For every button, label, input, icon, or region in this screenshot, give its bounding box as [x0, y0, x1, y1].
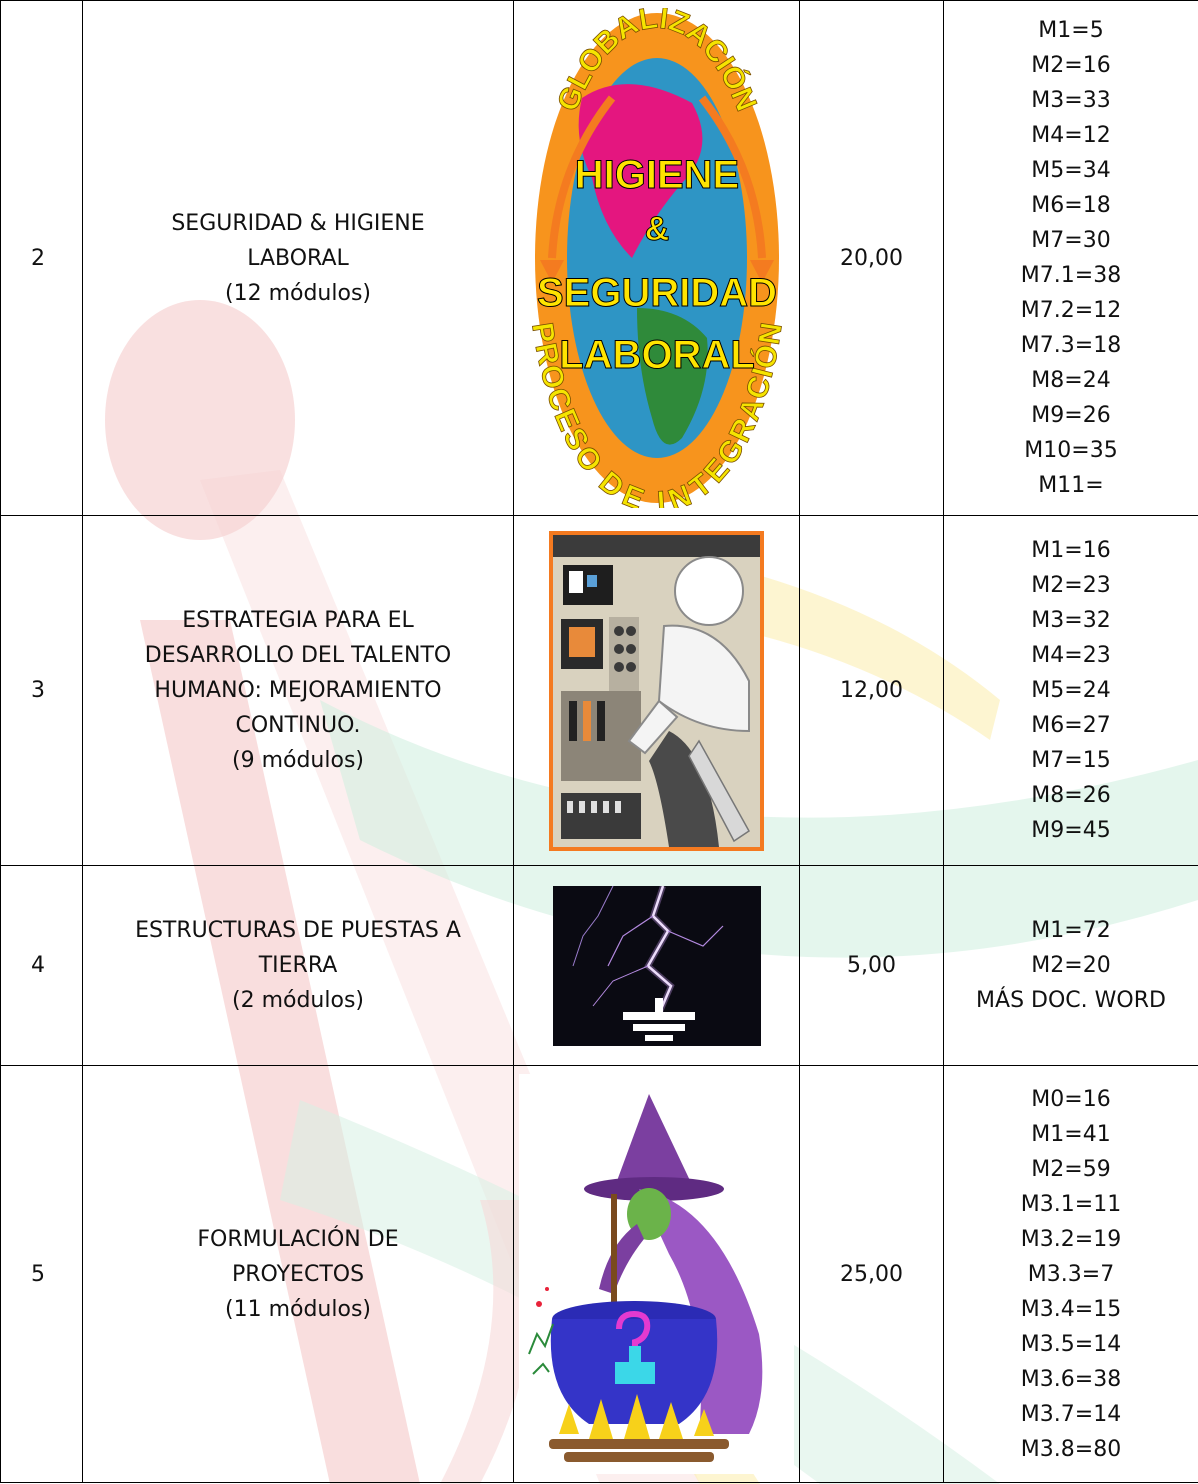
control-panel-operator-icon: [549, 530, 764, 851]
module-item: M2=16: [1031, 53, 1111, 78]
module-item: M3.3=7: [1027, 1261, 1115, 1287]
module-item: M3.8=80: [1020, 1436, 1122, 1462]
module-item: M3.5=14: [1020, 1331, 1122, 1357]
table-row: 3 ESTRATEGIA PARA EL DESARROLLO DEL TALE…: [0, 515, 1198, 866]
module-item: M10=35: [1024, 438, 1118, 463]
module-item: M2=23: [1031, 573, 1111, 598]
module-item: M8=26: [1031, 783, 1111, 808]
course-title-line: PROYECTOS: [231, 1261, 365, 1287]
course-hours: 20,00: [799, 0, 944, 516]
course-title-line: TIERRA: [258, 953, 338, 978]
course-number: 5: [0, 1065, 83, 1483]
course-number: 4: [0, 865, 83, 1066]
module-item: M4=23: [1031, 643, 1111, 668]
table-row: 5 FORMULACIÓN DE PROYECTOS (11 módulos): [0, 1065, 1198, 1483]
module-item: M6=27: [1031, 713, 1111, 738]
course-title: ESTRATEGIA PARA EL DESARROLLO DEL TALENT…: [82, 515, 514, 866]
course-title-line: DESARROLLO DEL TALENTO: [144, 643, 452, 668]
module-item: M7=15: [1031, 748, 1111, 773]
globe-center-line: HIGIENE: [574, 153, 738, 197]
course-title-line: HUMANO: MEJORAMIENTO: [154, 678, 442, 703]
module-item: M3=33: [1031, 88, 1111, 113]
course-image-cell: GLOBALIZACIÓN PROCESO DE INTEGRACIÓN HIG…: [513, 0, 800, 516]
module-item: M7=30: [1031, 228, 1111, 253]
module-item: M2=20: [1031, 953, 1111, 978]
course-title: ESTRUCTURAS DE PUESTAS A TIERRA (2 módul…: [82, 865, 514, 1066]
course-hours: 5,00: [799, 865, 944, 1066]
module-item: M3.1=11: [1020, 1191, 1122, 1217]
module-item: M3.6=38: [1020, 1366, 1122, 1392]
module-item: M6=18: [1031, 193, 1111, 218]
module-item: M3=32: [1031, 608, 1111, 633]
course-title-line: SEGURIDAD & HIGIENE: [171, 210, 425, 236]
module-item: M2=59: [1031, 1156, 1111, 1182]
course-title-line: (9 módulos): [232, 748, 364, 773]
module-list: M1=5 M2=16 M3=33 M4=12 M5=34 M6=18 M7=30…: [943, 0, 1198, 516]
module-item: M1=72: [1031, 918, 1111, 943]
module-item: M1=5: [1038, 18, 1104, 43]
globe-center-line: &: [644, 210, 669, 248]
module-item: M3.7=14: [1020, 1401, 1122, 1427]
module-item: M3.4=15: [1020, 1296, 1122, 1322]
globe-center-line: LABORAL: [559, 333, 755, 377]
module-item: M4=12: [1031, 123, 1111, 148]
course-title: SEGURIDAD & HIGIENE LABORAL (12 módulos): [82, 0, 514, 516]
course-hours: 12,00: [799, 515, 944, 866]
lightning-ground-icon: [552, 885, 761, 1046]
course-title-line: LABORAL: [247, 245, 349, 271]
module-item: M1=16: [1031, 538, 1111, 563]
module-item: M7.1=38: [1020, 263, 1122, 288]
course-image-cell: [513, 865, 800, 1066]
module-item: M9=45: [1031, 818, 1111, 843]
course-title-line: FORMULACIÓN DE: [197, 1226, 399, 1252]
module-item: M11=: [1038, 473, 1104, 498]
module-item: M0=16: [1031, 1086, 1111, 1112]
table-row: 2 SEGURIDAD & HIGIENE LABORAL (12 módulo…: [0, 0, 1198, 516]
module-item: M5=24: [1031, 678, 1111, 703]
table-row: 4 ESTRUCTURAS DE PUESTAS A TIERRA (2 mód…: [0, 865, 1198, 1066]
course-title: FORMULACIÓN DE PROYECTOS (11 módulos): [82, 1065, 514, 1483]
course-title-line: ESTRUCTURAS DE PUESTAS A: [135, 918, 461, 943]
course-title-line: (11 módulos): [225, 1296, 371, 1322]
module-item: M1=41: [1031, 1121, 1111, 1147]
course-image-cell: [513, 515, 800, 866]
course-title-line: (2 módulos): [232, 988, 364, 1013]
course-hours: 25,00: [799, 1065, 944, 1483]
module-list: M1=16 M2=23 M3=32 M4=23 M5=24 M6=27 M7=1…: [943, 515, 1198, 866]
module-list: M0=16 M1=41 M2=59 M3.1=11 M3.2=19 M3.3=7…: [943, 1065, 1198, 1483]
module-item: MÁS DOC. WORD: [976, 988, 1166, 1013]
course-number: 2: [0, 0, 83, 516]
module-list: M1=72 M2=20 MÁS DOC. WORD: [943, 865, 1198, 1066]
module-item: M7.2=12: [1020, 298, 1122, 323]
course-title-line: CONTINUO.: [235, 713, 361, 738]
course-title-line: ESTRATEGIA PARA EL: [182, 608, 414, 633]
module-item: M7.3=18: [1020, 333, 1122, 358]
witch-cauldron-icon: [519, 1074, 794, 1474]
higiene-seguridad-globe-icon: GLOBALIZACIÓN PROCESO DE INTEGRACIÓN HIG…: [531, 8, 782, 508]
module-item: M8=24: [1031, 368, 1111, 393]
course-title-line: (12 módulos): [225, 280, 371, 306]
course-image-cell: [513, 1065, 800, 1483]
module-item: M3.2=19: [1020, 1226, 1122, 1252]
globe-center-line: SEGURIDAD: [536, 271, 776, 315]
module-item: M9=26: [1031, 403, 1111, 428]
module-item: M5=34: [1031, 158, 1111, 183]
course-number: 3: [0, 515, 83, 866]
